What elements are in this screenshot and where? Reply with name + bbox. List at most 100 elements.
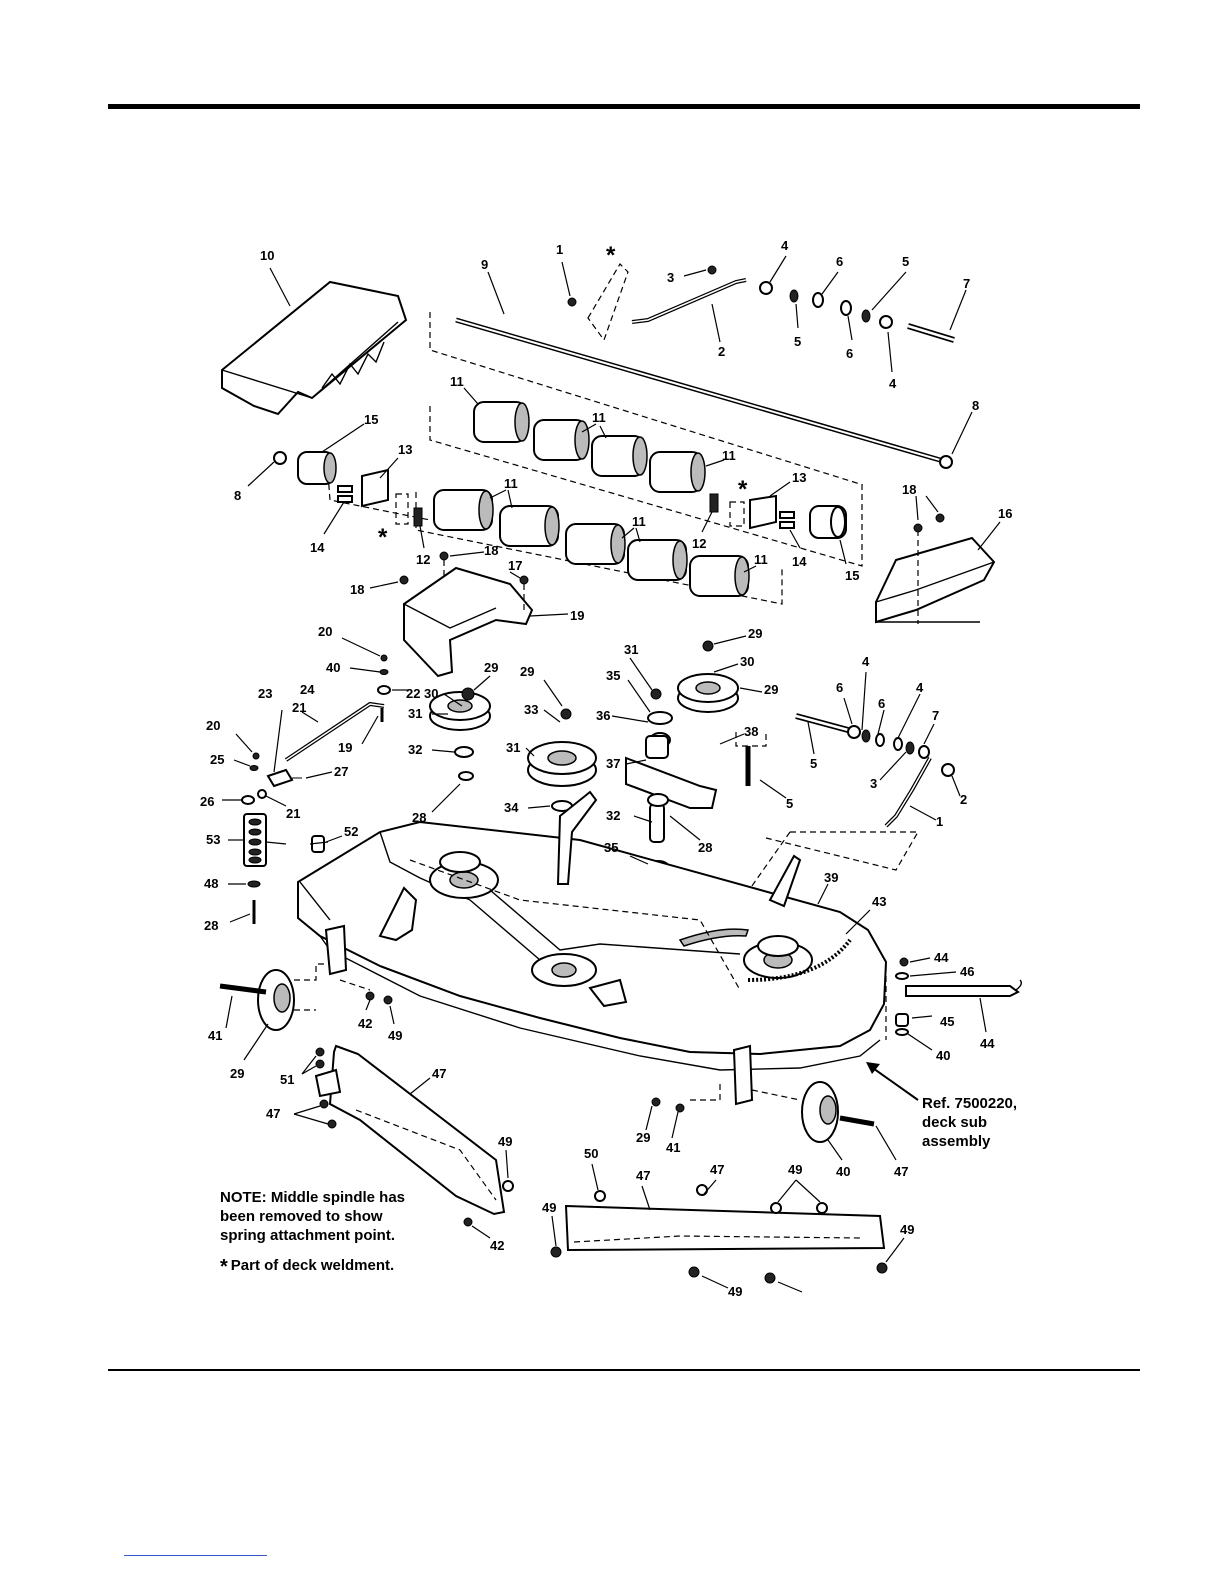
callout: 18 (902, 482, 916, 497)
callout: 47 (266, 1106, 280, 1121)
deflector-shield (221, 280, 408, 416)
callout: 9 (481, 257, 488, 272)
pulley-33-middle (527, 708, 597, 787)
callout-labels: 10 9 1 3 2 4 6 5 7 5 6 4 8 11 11 11 15 8… (200, 238, 1012, 1299)
callout: 34 (504, 800, 519, 815)
callout: 6 (878, 696, 885, 711)
callout: 29 (230, 1066, 244, 1081)
asterisk-icon: * (220, 1256, 228, 1278)
callout: 29 (764, 682, 778, 697)
callout: 32 (606, 808, 620, 823)
spindle-note: NOTE: Middle spindle has been removed to… (220, 1188, 460, 1245)
callout: 20 (318, 624, 332, 639)
callout: 20 (206, 718, 220, 733)
callout: 32 (408, 742, 422, 757)
callout: 49 (388, 1028, 402, 1043)
callout: 46 (960, 964, 974, 979)
callout: 21 (292, 700, 306, 715)
callout: 24 (300, 682, 315, 697)
callout: 2 (960, 792, 967, 807)
callout: 31 (624, 642, 638, 657)
callout: 8 (972, 398, 979, 413)
leader-lines (222, 255, 1001, 1293)
callout: 14 (310, 540, 325, 555)
callout: 39 (824, 870, 838, 885)
callout: 19 (338, 740, 352, 755)
callout: 43 (872, 894, 886, 909)
callout: 30 (740, 654, 754, 669)
callout: 5 (810, 756, 817, 771)
callout: 37 (606, 756, 620, 771)
roller-rod (455, 317, 941, 463)
callout: 7 (963, 276, 970, 291)
callout: 4 (916, 680, 924, 695)
callout: 6 (836, 680, 843, 695)
callout: 28 (698, 840, 712, 855)
callout: 49 (728, 1284, 742, 1299)
callout: 11 (504, 476, 518, 491)
top-rule (108, 104, 1140, 109)
callout: 11 (632, 514, 646, 529)
callout: 13 (398, 442, 412, 457)
weldment-note-text: Part of deck weldment. (230, 1257, 395, 1274)
footer-link-underline[interactable] (124, 1555, 267, 1556)
callout: 8 (234, 488, 241, 503)
ref-line: Ref. 7500220, (922, 1095, 1018, 1112)
callout: 11 (754, 552, 768, 567)
callout: 30 (424, 686, 438, 701)
rollers-lower (433, 489, 750, 597)
callout: 4 (889, 376, 897, 391)
callout: 2 (718, 344, 725, 359)
callout: 15 (845, 568, 859, 583)
callout: 45 (940, 1014, 954, 1029)
callout: 5 (794, 334, 801, 349)
callout: 23 (258, 686, 272, 701)
callout: 6 (836, 254, 843, 269)
callout: 49 (542, 1200, 556, 1215)
callout: 40 (936, 1048, 950, 1063)
callout: 4 (862, 654, 870, 669)
callout: 17 (508, 558, 522, 573)
callout: 44 (934, 950, 949, 965)
callout: 51 (280, 1072, 294, 1087)
callout: 11 (722, 448, 736, 463)
pulley-30-right (677, 640, 739, 713)
callout: 48 (204, 876, 218, 891)
callout: 42 (490, 1238, 504, 1253)
callout: 15 (364, 412, 378, 427)
callout: 3 (870, 776, 877, 791)
callout: 47 (636, 1168, 650, 1183)
callout: 44 (980, 1036, 995, 1051)
weldment-asterisk: * (378, 524, 388, 551)
callout: 29 (484, 660, 498, 675)
callout: 35 (604, 840, 618, 855)
callout: 41 (666, 1140, 680, 1155)
callout: 50 (584, 1146, 598, 1161)
callout: 49 (900, 1222, 914, 1237)
callout: 49 (788, 1162, 802, 1177)
callout: 35 (606, 668, 620, 683)
callout: 16 (998, 506, 1012, 521)
callout: 13 (792, 470, 806, 485)
callout: 12 (692, 536, 706, 551)
callout: 28 (412, 810, 426, 825)
callout: 36 (596, 708, 610, 723)
note-line: spring attachment point. (220, 1227, 396, 1244)
callout: 12 (416, 552, 430, 567)
weldment-asterisk: * (738, 476, 748, 503)
callout: 40 (326, 660, 340, 675)
mower-deck (297, 790, 888, 1106)
callout: 26 (200, 794, 214, 809)
weldment-note: *Part of deck weldment. (220, 1256, 394, 1279)
bottom-rule (108, 1369, 1140, 1371)
callout: 19 (570, 608, 584, 623)
callout: 6 (846, 346, 853, 361)
callout: 11 (592, 410, 606, 425)
deck-ref-note: Ref. 7500220, deck sub assembly (922, 1094, 1017, 1151)
ref-line: deck sub (922, 1114, 988, 1131)
callout: 1 (556, 242, 563, 257)
callout: 22 (406, 686, 420, 701)
callout: 28 (204, 918, 218, 933)
callout: 3 (667, 270, 674, 285)
